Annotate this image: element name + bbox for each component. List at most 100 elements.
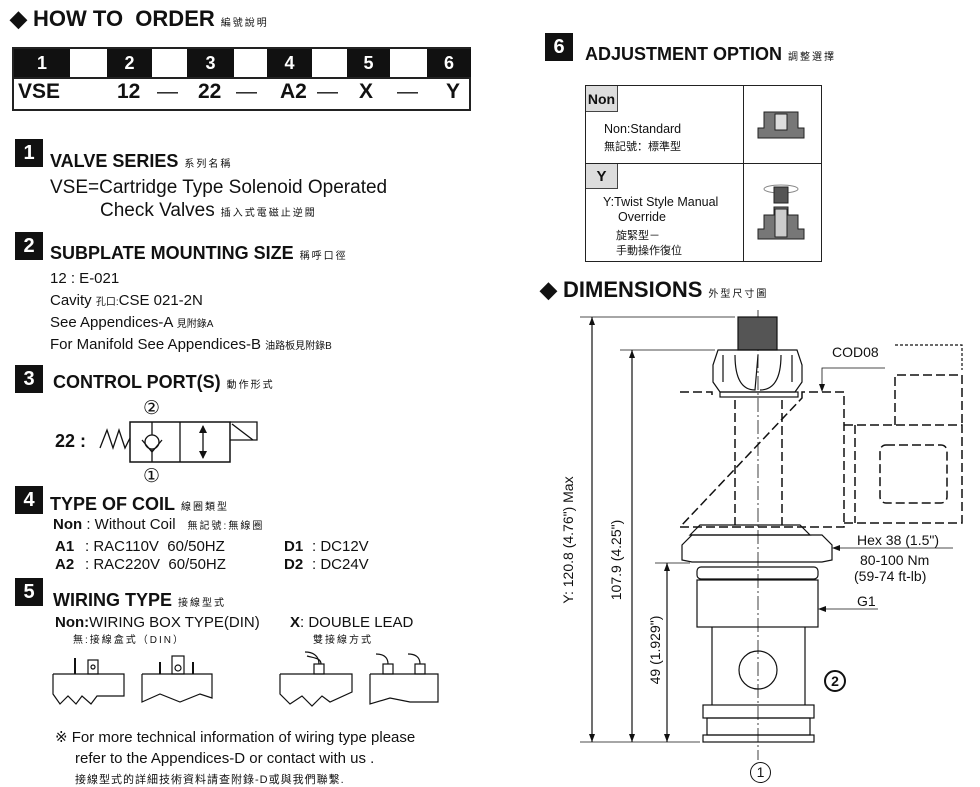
title-text: ADJUSTMENT OPTION xyxy=(585,44,783,64)
hex-nut xyxy=(681,534,833,563)
coil-zh: 無記號:無線圈 xyxy=(187,521,265,532)
o-ring xyxy=(696,566,819,580)
torque-label: 80-100 Nm xyxy=(860,552,930,568)
dim-lower-label: 49 (1.929") xyxy=(647,615,663,685)
title-zh: 接線型式 xyxy=(178,598,227,609)
coil-type-title: TYPE OF COIL 線圈類型 xyxy=(50,494,229,515)
coil-val: : RAC220V 60/50HZ xyxy=(85,556,226,573)
coil-d1: D1 : DC12V xyxy=(284,538,369,555)
wiring-type-title: WIRING TYPE 接線型式 xyxy=(53,590,226,611)
cavity-value: CSE 021-2N xyxy=(118,292,203,309)
section-badge: 4 xyxy=(15,486,43,514)
size-line: 12 : E-021 xyxy=(50,270,120,287)
coil-key: A1 xyxy=(55,538,75,555)
code-dash: — xyxy=(236,80,257,103)
wiring-non: Non:WIRING BOX TYPE(DIN) xyxy=(55,614,260,631)
cavity-label: Cavity xyxy=(50,292,92,309)
coil-val: : Without Coil xyxy=(86,516,176,533)
thread xyxy=(696,579,819,628)
cavity-zh: 孔口: xyxy=(95,297,119,308)
twist-override-icon xyxy=(757,184,805,240)
section-badge: 6 xyxy=(545,33,573,61)
coil-key: Non xyxy=(53,516,83,533)
title-text: SUBPLATE MOUNTING SIZE xyxy=(50,243,294,263)
code-dash: — xyxy=(317,80,338,103)
cavity-line: Cavity 孔口:CSE 021-2N xyxy=(50,292,203,309)
diamond-icon: ◆ xyxy=(540,277,557,302)
heading-text: DIMENSIONS xyxy=(563,277,703,302)
appendix-b-line: For Manifold See Appendices-B 油路板見附錄B xyxy=(50,336,332,353)
port-hole xyxy=(738,650,778,690)
standard-cap-icon xyxy=(757,111,805,139)
port-1-label: ① xyxy=(143,466,161,487)
appendix-a-line: See Appendices-A 見附錄A xyxy=(50,314,213,331)
wiring-illustrations xyxy=(52,651,439,707)
title-text: TYPE OF COIL xyxy=(50,494,176,514)
solenoid-icon xyxy=(230,421,258,441)
appendix-zh: 油路板見附錄B xyxy=(265,341,332,352)
title-zh: 系列名稱 xyxy=(184,159,233,170)
option-desc: Y:Twist Style Manual xyxy=(603,195,719,209)
code-port: 22 xyxy=(198,80,222,103)
code-coil: A2 xyxy=(280,80,307,103)
position-6: 6 xyxy=(427,49,471,77)
coil-d2: D2: DC24V xyxy=(284,556,369,573)
option-code-y: Y xyxy=(586,164,618,189)
check-valve-icon xyxy=(144,434,160,450)
knurled-knob xyxy=(737,316,778,351)
port-1-marker: 1 xyxy=(750,762,771,783)
coil-outline xyxy=(678,374,963,528)
section-badge: 1 xyxy=(15,139,43,167)
coil-a2: A2 : RAC220V 60/50HZ xyxy=(55,556,226,573)
double-lead-1-icon xyxy=(279,651,353,707)
option-desc-zh: 手動操作復位 xyxy=(616,245,682,257)
din-box-2-icon xyxy=(141,655,213,703)
position-5: 5 xyxy=(347,49,390,77)
option-desc: Non:Standard xyxy=(604,122,682,136)
dim-total-label: Y: 120.8 (4.76") Max xyxy=(560,476,576,604)
coil-non: Non : Without Coil 無記號:無線圈 xyxy=(53,516,264,533)
wiring-val: : DOUBLE LEAD xyxy=(300,614,414,631)
coil-val: : RAC110V 60/50HZ xyxy=(85,538,225,555)
double-lead-2-icon xyxy=(369,653,439,705)
wiring-x: X: DOUBLE LEAD xyxy=(290,614,413,631)
coil-val: : DC12V xyxy=(312,538,369,555)
title-zh: 線圈類型 xyxy=(181,502,230,513)
wiring-key: X xyxy=(290,614,301,631)
option-code-non: Non xyxy=(586,86,618,112)
section-badge: 2 xyxy=(15,232,43,260)
wiring-key: Non: xyxy=(55,614,90,631)
dim-body-label: 107.9 (4.25") xyxy=(608,519,624,601)
code-size: 12 xyxy=(117,80,141,103)
control-port-code: 22 : xyxy=(55,431,87,451)
option-desc-zh: 旋緊型－ xyxy=(616,230,660,242)
port-2-marker: 2 xyxy=(824,670,846,692)
valve-series-title: VALVE SERIES 系列名稱 xyxy=(50,151,232,172)
title-zh: 調整選擇 xyxy=(788,52,837,63)
desc-zh: 插入式電磁止逆閥 xyxy=(220,208,317,219)
coil-key: A2 xyxy=(55,556,75,573)
title-zh: 動作形式 xyxy=(226,380,275,391)
title-text: WIRING TYPE xyxy=(53,590,173,610)
position-3: 3 xyxy=(187,49,234,77)
adjustment-table: Non Non:Standard 無記號：標準型 Y Y:Twist Style… xyxy=(585,85,822,262)
coil-key: D2 xyxy=(284,556,304,573)
torque-imperial-label: (59-74 ft-lb) xyxy=(854,568,927,584)
wiring-note-1: ※ For more technical information of wiri… xyxy=(55,729,416,746)
valve-symbol xyxy=(99,421,258,463)
adjustment-option-title: ADJUSTMENT OPTION 調整選擇 xyxy=(585,44,836,65)
code-wiring: X xyxy=(359,80,374,103)
appendix-text: For Manifold See Appendices-B xyxy=(50,336,261,353)
coil-label: COD08 xyxy=(832,344,879,360)
coil-a1: A1 : RAC110V 60/50HZ xyxy=(55,538,225,555)
valve-dimension-drawing xyxy=(580,310,963,760)
appendix-text: See Appendices-A xyxy=(50,314,173,331)
wiring-non-zh: 無:接線盒式（DIN） xyxy=(73,635,185,646)
heading-zh: 編號說明 xyxy=(220,18,269,29)
title-text: VALVE SERIES xyxy=(50,151,179,171)
coil-key: D1 xyxy=(284,538,304,555)
